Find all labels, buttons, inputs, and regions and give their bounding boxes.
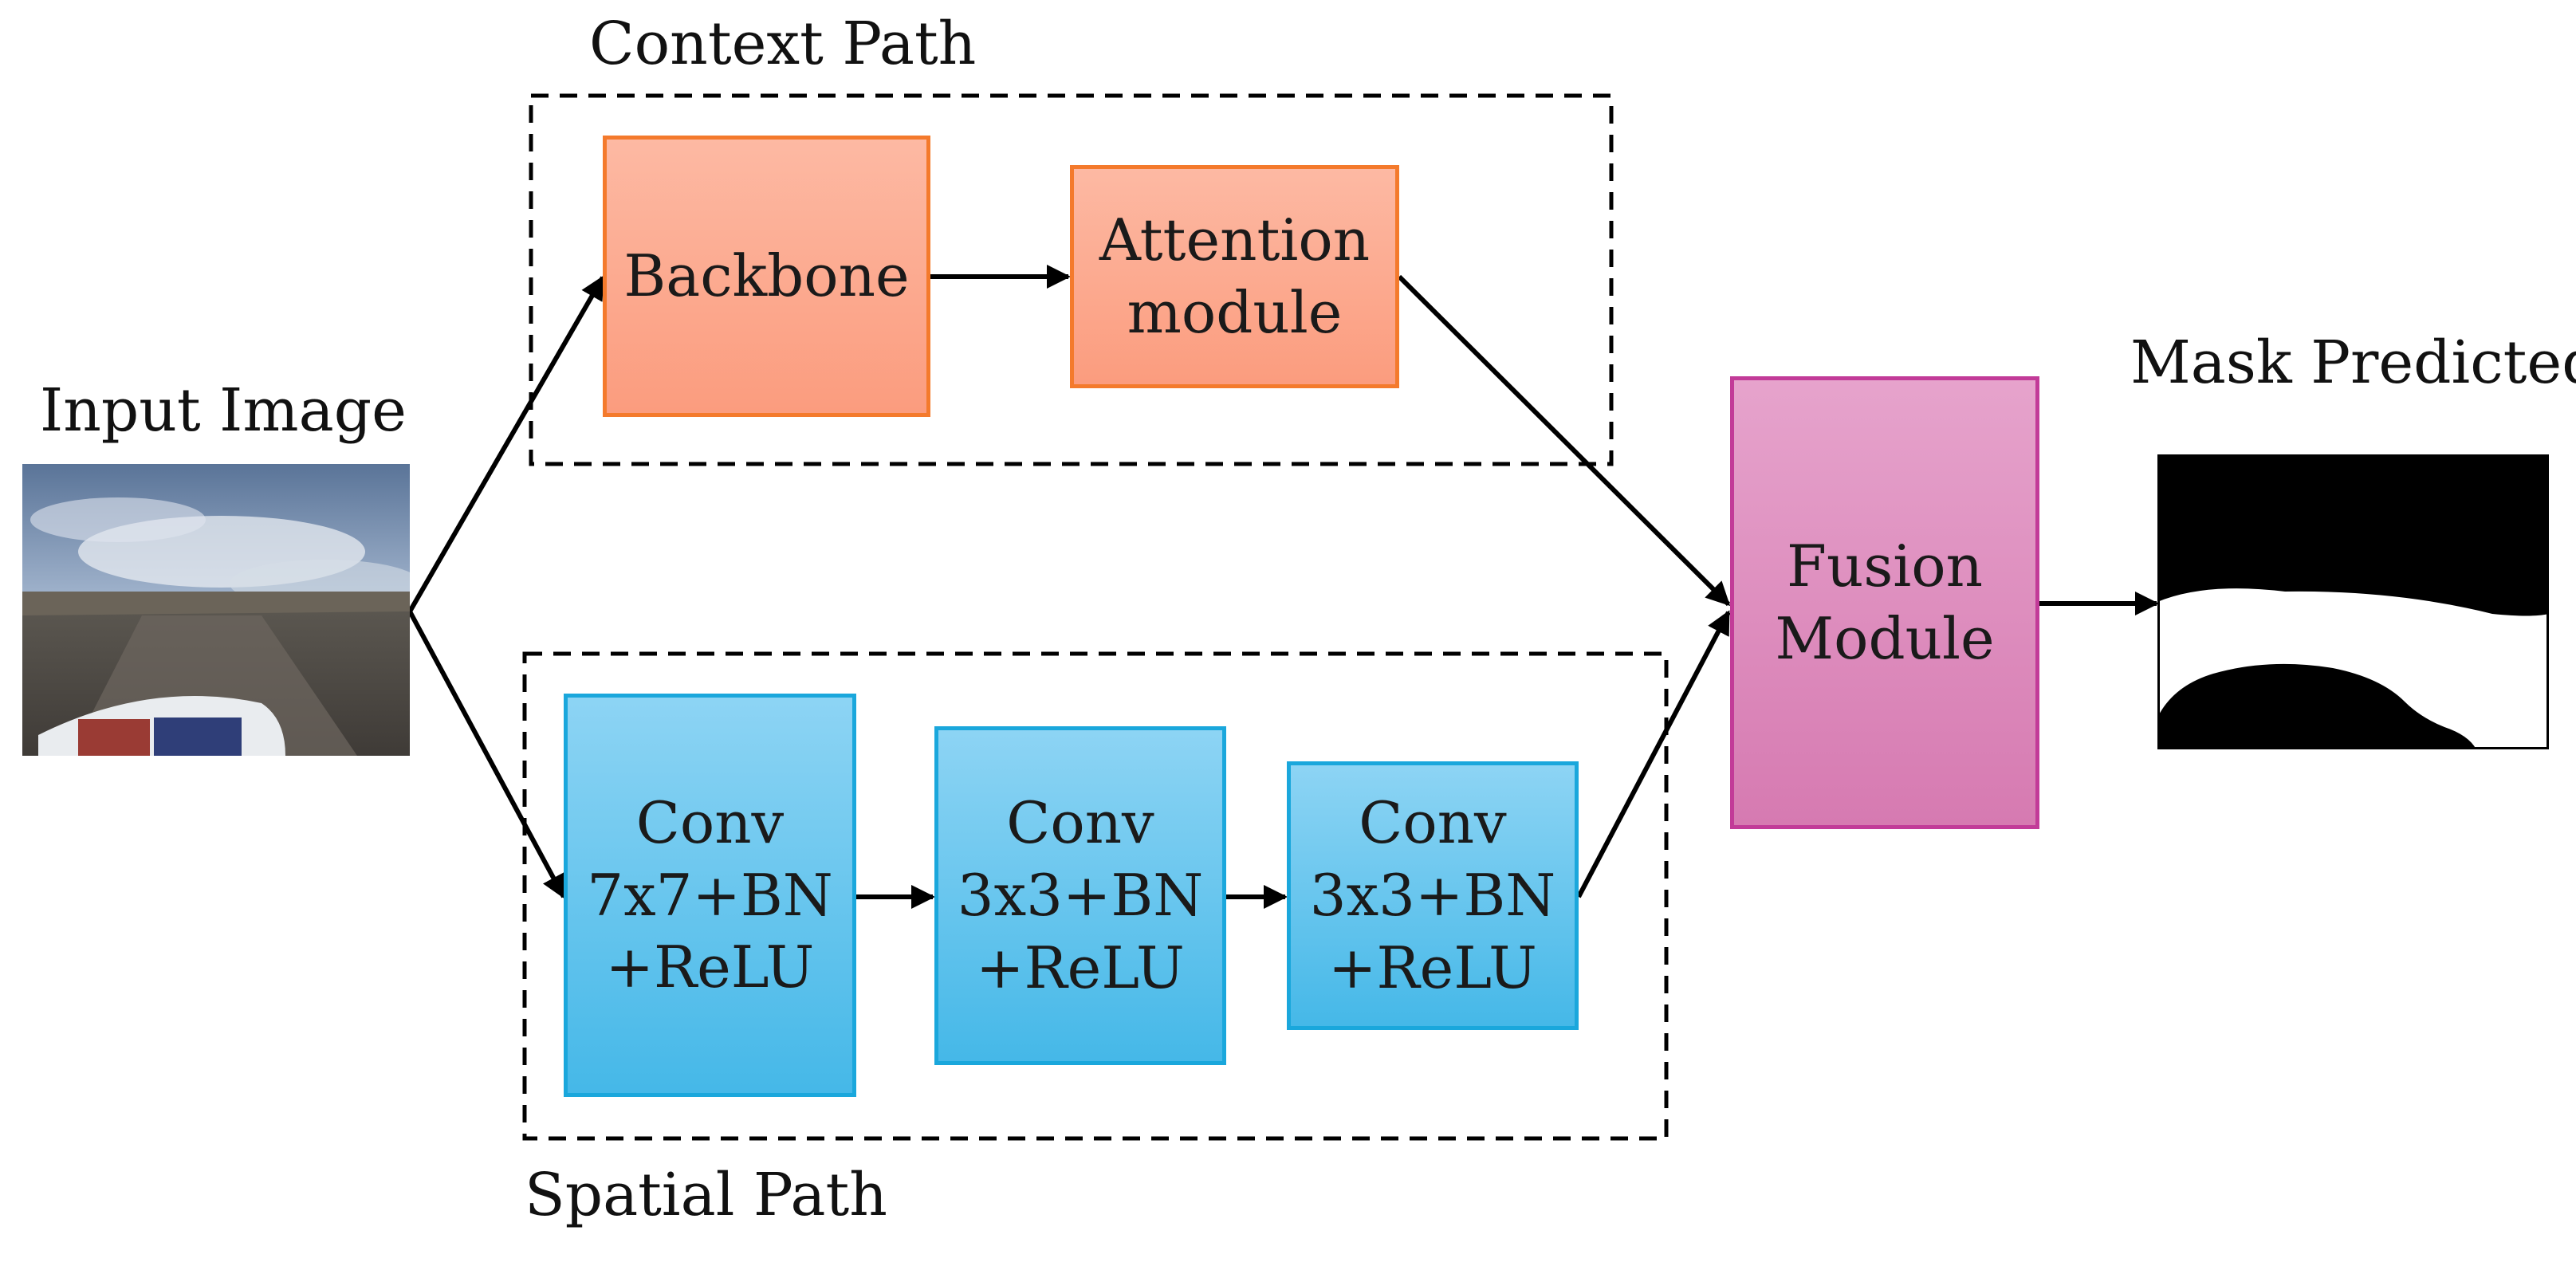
attention-label-line2: module <box>1127 279 1343 346</box>
conv2-line2: 3x3+BN <box>957 862 1204 930</box>
arrow-input-to-conv1 <box>407 610 566 899</box>
spatial-path-label: Spatial Path <box>525 1161 887 1229</box>
conv1-line1: Conv <box>635 788 785 856</box>
arrow-attention-to-fusion <box>1397 274 1731 607</box>
context-path-frame <box>529 93 1614 466</box>
fusion-label-line2: Module <box>1775 605 1995 672</box>
arrow-conv3-to-fusion <box>1576 610 1731 898</box>
attention-label-line1: Attention <box>1099 206 1371 274</box>
conv3-line3: +ReLU <box>1328 934 1537 1001</box>
conv2-box: Conv 3x3+BN +ReLU <box>934 726 1226 1065</box>
fusion-label-line1: Fusion <box>1786 533 1984 600</box>
conv2-line3: +ReLU <box>976 934 1185 1001</box>
conv3-line1: Conv <box>1359 789 1507 857</box>
conv3-box: Conv 3x3+BN +ReLU <box>1287 761 1579 1030</box>
arrow-input-to-backbone <box>407 275 605 613</box>
conv1-line2: 7x7+BN <box>587 861 833 929</box>
conv1-line3: +ReLU <box>605 934 815 1001</box>
input-image <box>22 464 410 756</box>
mask-predicted-label: Mask Predicted <box>2130 328 2576 397</box>
backbone-label: Backbone <box>623 242 910 310</box>
attention-module-box: Attention module <box>1070 165 1399 388</box>
input-image-graphic <box>22 464 410 756</box>
conv3-line2: 3x3+BN <box>1309 862 1556 930</box>
mask-graphic <box>2157 454 2549 749</box>
fusion-module-box: Fusion Module <box>1730 376 2039 829</box>
context-path-label: Context Path <box>589 10 977 78</box>
conv1-box: Conv 7x7+BN +ReLU <box>564 694 856 1097</box>
mask-predicted-image <box>2157 454 2549 749</box>
backbone-box: Backbone <box>603 136 930 417</box>
conv2-line1: Conv <box>1006 789 1154 857</box>
input-image-label: Input Image <box>40 376 407 445</box>
spatial-path-frame <box>522 651 1669 1141</box>
